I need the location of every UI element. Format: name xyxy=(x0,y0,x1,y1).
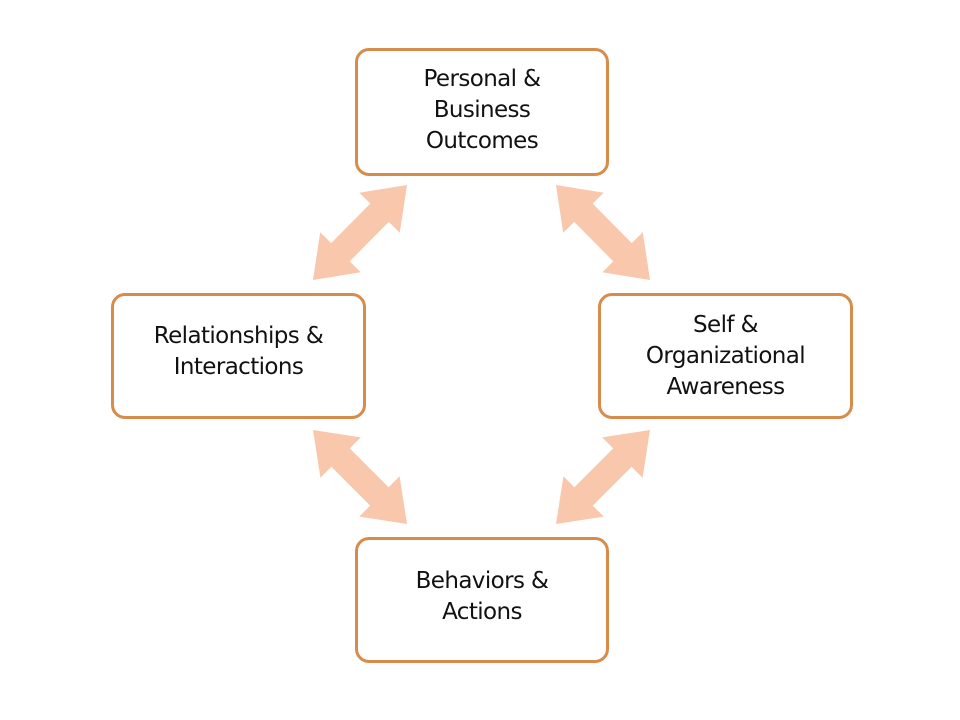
node-personal-business-outcomes: Personal & Business Outcomes xyxy=(355,48,609,176)
arrow-top-right-bidirectional xyxy=(556,185,650,280)
arrow-top-left-bidirectional xyxy=(313,185,407,280)
node-behaviors-actions: Behaviors & Actions xyxy=(355,537,609,663)
arrow-bottom-right-bidirectional xyxy=(556,430,650,524)
node-label: Behaviors & Actions xyxy=(415,568,549,625)
node-self-organizational-awareness: Self & Organizational Awareness xyxy=(598,293,853,419)
node-label: Relationships & Interactions xyxy=(153,323,324,380)
node-label: Personal & Business Outcomes xyxy=(423,65,541,154)
arrow-bottom-left-bidirectional xyxy=(313,430,407,524)
node-label: Self & Organizational Awareness xyxy=(645,311,806,400)
node-relationships-interactions: Relationships & Interactions xyxy=(111,293,366,419)
